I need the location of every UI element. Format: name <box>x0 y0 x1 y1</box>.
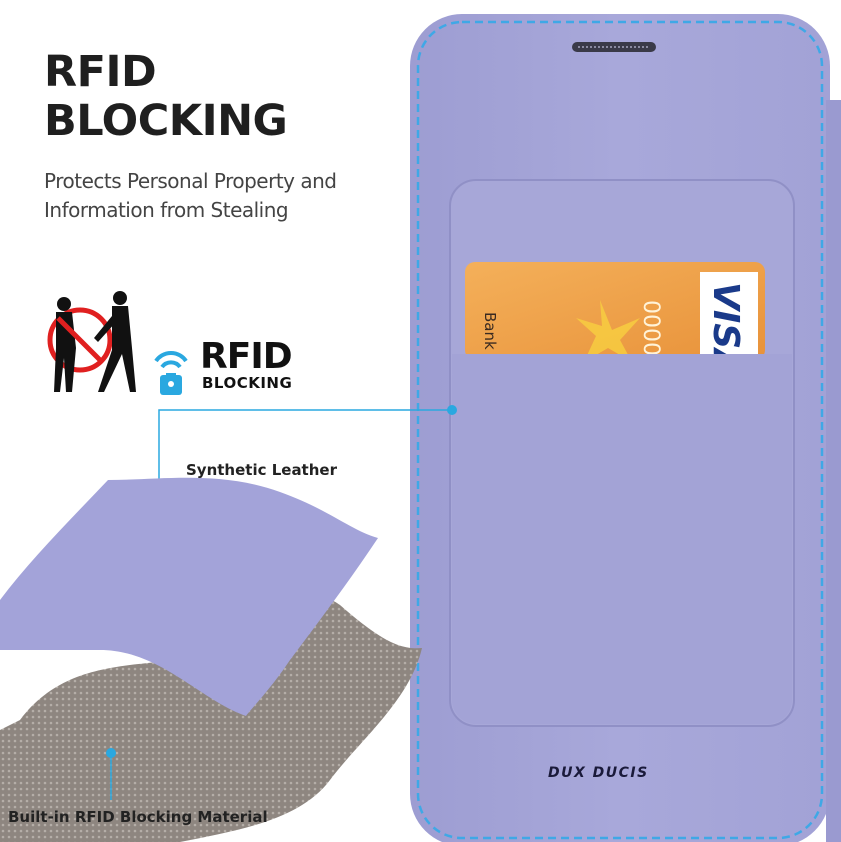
title-line-2: BLOCKING <box>44 96 288 146</box>
stitch-line <box>416 20 824 840</box>
rfid-material-label: Built-in RFID Blocking Material <box>8 808 268 826</box>
title-line-1: RFID <box>44 47 157 97</box>
case-edge <box>826 100 841 842</box>
svg-text:0000: 0000 <box>638 300 663 356</box>
subtitle-line-1: Protects Personal Property and <box>44 169 337 193</box>
badge-small-text: BLOCKING <box>202 374 293 392</box>
leather-label: Synthetic Leather <box>186 461 337 479</box>
rfid-mesh-layer <box>0 598 422 842</box>
page-title: RFID BLOCKING <box>44 47 288 146</box>
no-theft-icon <box>47 291 136 392</box>
brand-logo: DUX DUCIS <box>548 765 649 781</box>
wifi-lock-icon <box>154 351 188 395</box>
connector-dot-top <box>447 405 457 415</box>
subtitle-line-2: Information from Stealing <box>44 198 289 222</box>
rfid-blocking-badge: RFID BLOCKING <box>146 337 306 397</box>
badge-big-text: RFID <box>200 336 293 377</box>
connector-line <box>158 409 452 500</box>
subtitle: Protects Personal Property and Informati… <box>44 167 384 225</box>
pocket-front <box>452 354 792 724</box>
svg-text:Bank: Bank <box>481 312 499 350</box>
leather-layer <box>0 477 378 716</box>
